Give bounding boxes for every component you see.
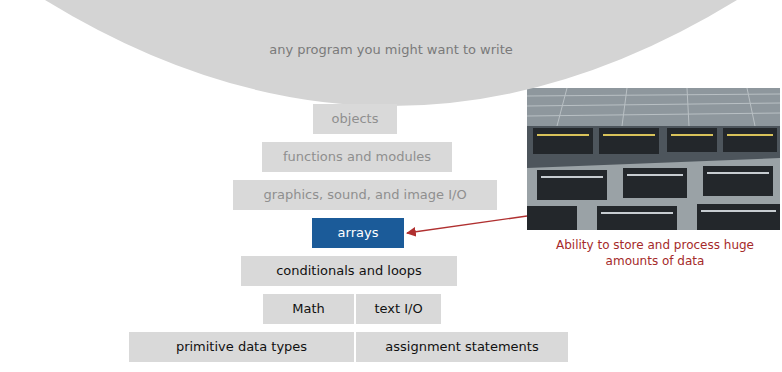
- layer-box: assignment statements: [356, 332, 568, 362]
- layer-label: assignment statements: [385, 339, 538, 355]
- layer-box: functions and modules: [262, 142, 452, 172]
- layer-box: graphics, sound, and image I/O: [233, 180, 497, 210]
- layer-label: functions and modules: [283, 149, 431, 165]
- layer-label: text I/O: [374, 301, 422, 317]
- layer-label: any program you might want to write: [269, 42, 513, 58]
- layer-label: arrays: [338, 225, 379, 241]
- layer-box: primitive data types: [129, 332, 354, 362]
- layer-box: objects: [313, 104, 397, 134]
- layer-label: conditionals and loops: [276, 263, 422, 279]
- photo-caption: Ability to store and process huge amount…: [555, 238, 755, 269]
- program-dome: any program you might want to write: [45, 0, 737, 108]
- dome-shape: [45, 0, 737, 106]
- layer-box: text I/O: [356, 294, 441, 324]
- pointer-arrow: [407, 216, 527, 233]
- layer-label: objects: [332, 111, 379, 127]
- layer-label: primitive data types: [176, 339, 307, 355]
- layer-label: graphics, sound, and image I/O: [263, 187, 466, 203]
- datacenter-photo: [527, 88, 780, 230]
- highlighted-layer-box: arrays: [312, 218, 404, 248]
- layer-box: conditionals and loops: [241, 256, 457, 286]
- layer-box: Math: [263, 294, 354, 324]
- layer-label: Math: [292, 301, 325, 317]
